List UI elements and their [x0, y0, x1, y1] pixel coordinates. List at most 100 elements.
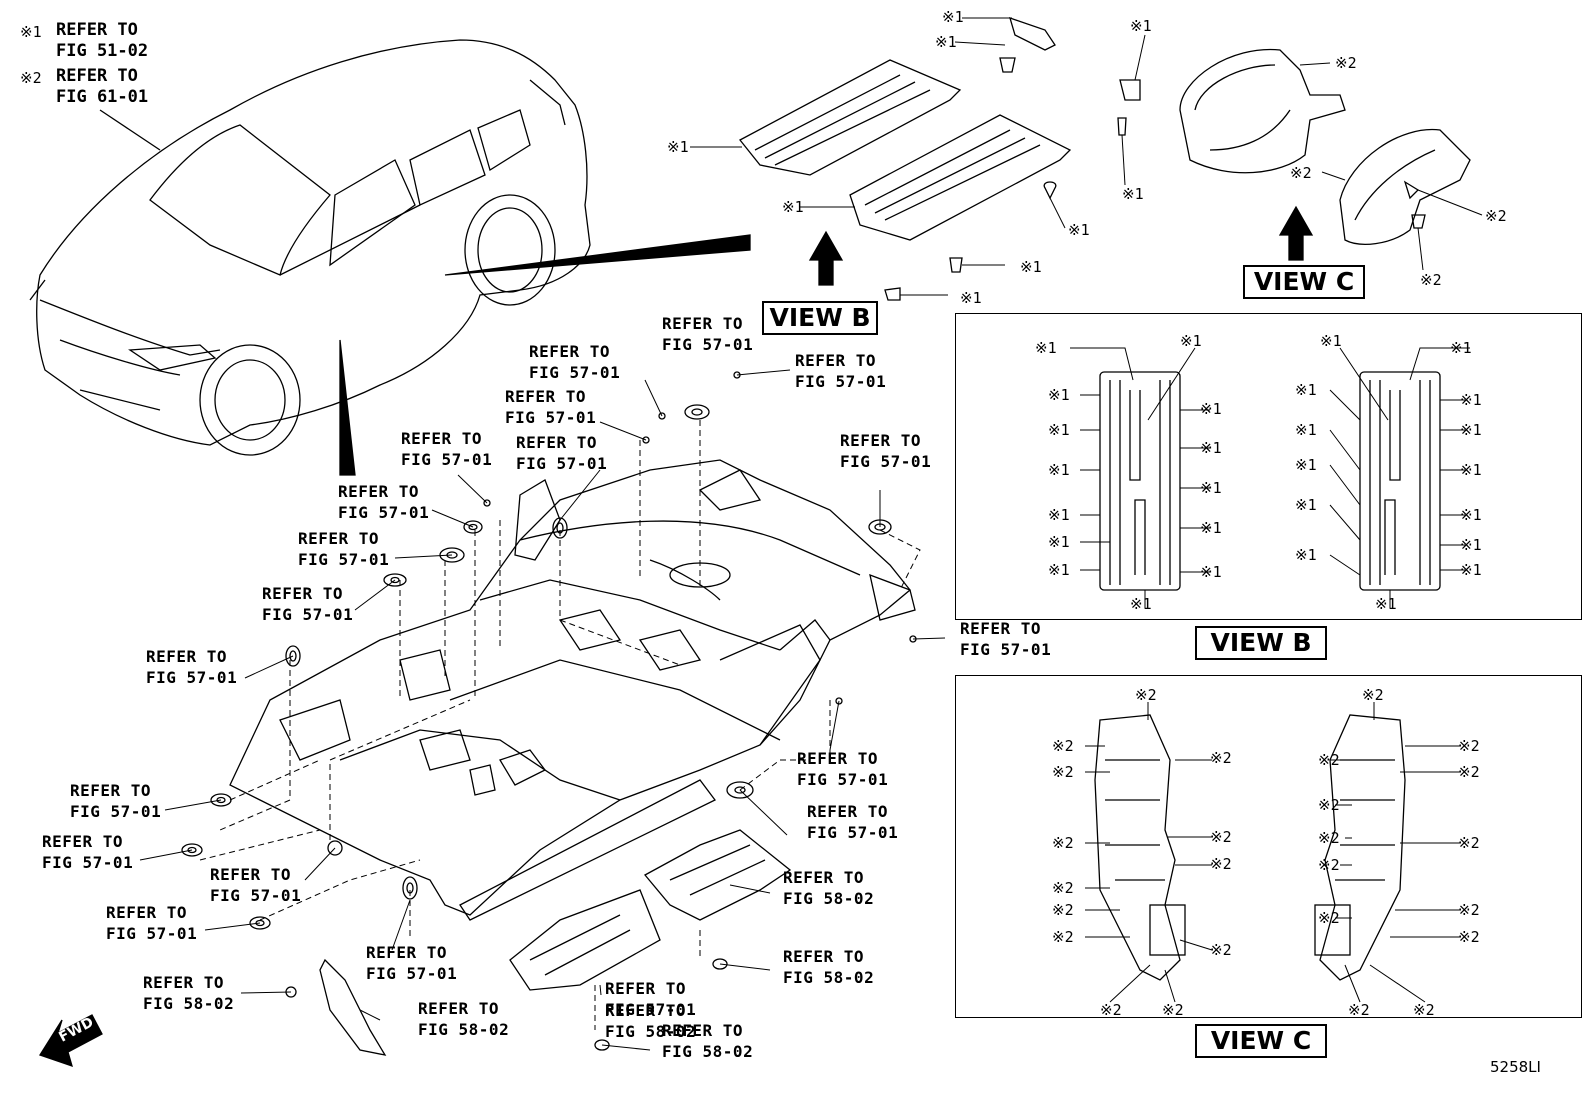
mark-1: ※1 [1460, 536, 1482, 554]
mark-2: ※2 [1290, 164, 1312, 182]
view-c-mark-leaders [1121, 34, 1483, 271]
mark-2: ※2 [1318, 909, 1340, 927]
underbody-dashed-leaders [199, 420, 921, 1030]
mark-1: ※1 [1048, 506, 1070, 524]
view-c-fender-liners [1117, 48, 1471, 261]
mark-1: ※1 [1122, 185, 1144, 203]
mark-2: ※2 [1210, 855, 1232, 873]
mark-2: ※2 [1458, 928, 1480, 946]
mark-2: ※2 [1362, 686, 1384, 704]
view-b-panel [955, 313, 1582, 620]
mark-2: ※2 [1348, 1001, 1370, 1019]
mark-1: ※1 [960, 289, 982, 307]
view-c-panel-leaders [1085, 702, 1460, 1003]
mark-2: ※2 [1210, 828, 1232, 846]
view-b-undercovers [739, 16, 1072, 301]
view-pointer-wedges [339, 234, 751, 476]
mark-2: ※2 [1135, 686, 1157, 704]
mark-2: ※2 [1162, 1001, 1184, 1019]
legend-mark-2: ※2 [20, 69, 42, 87]
mark-2: ※2 [1100, 1001, 1122, 1019]
heat-insulators [319, 829, 792, 1056]
mark-2: ※2 [1052, 879, 1074, 897]
view-b-panel-drawing [1099, 371, 1441, 591]
mark-1: ※1 [1295, 381, 1317, 399]
callout-leaders [139, 369, 946, 1051]
mark-2: ※2 [1413, 1001, 1435, 1019]
legend-line: REFER TO [56, 66, 138, 86]
mark-1: ※1 [1200, 519, 1222, 537]
mark-1: ※1 [667, 138, 689, 156]
mark-2: ※2 [1052, 763, 1074, 781]
view-b-mark-leaders [690, 17, 1066, 296]
mark-2: ※2 [1485, 207, 1507, 225]
underbody-floor-assembly [229, 459, 916, 921]
mark-2: ※2 [1052, 901, 1074, 919]
mark-1: ※1 [1460, 506, 1482, 524]
mark-2: ※2 [1318, 856, 1340, 874]
mark-2: ※2 [1318, 829, 1340, 847]
mark-1: ※1 [1295, 456, 1317, 474]
mark-2: ※2 [1458, 901, 1480, 919]
mark-1: ※1 [1130, 595, 1152, 613]
mark-1: ※1 [1460, 461, 1482, 479]
mark-2: ※2 [1210, 941, 1232, 959]
mark-2: ※2 [1458, 763, 1480, 781]
mark-2: ※2 [1420, 271, 1442, 289]
mark-1: ※1 [1450, 339, 1472, 357]
view-c-panel-title: VIEW C [1195, 1024, 1327, 1058]
mark-1: ※1 [942, 8, 964, 26]
mark-1: ※1 [1048, 386, 1070, 404]
mark-2: ※2 [1052, 737, 1074, 755]
mark-1: ※1 [1295, 546, 1317, 564]
fwd-arrow [39, 1014, 103, 1068]
mark-1: ※1 [1460, 391, 1482, 409]
mark-1: ※1 [1048, 533, 1070, 551]
vehicle-illustration [29, 39, 591, 456]
mark-1: ※1 [1295, 421, 1317, 439]
legend-line: REFER TO [56, 20, 138, 40]
mark-1: ※1 [1048, 561, 1070, 579]
mark-1: ※1 [1295, 496, 1317, 514]
mark-1: ※1 [1020, 258, 1042, 276]
view-b-panel-title: VIEW B [1195, 626, 1327, 660]
mark-1: ※1 [935, 33, 957, 51]
mark-2: ※2 [1052, 834, 1074, 852]
mark-1: ※1 [1200, 439, 1222, 457]
mark-1: ※1 [1180, 332, 1202, 350]
mark-1: ※1 [1200, 563, 1222, 581]
mark-2: ※2 [1458, 834, 1480, 852]
mark-2: ※2 [1052, 928, 1074, 946]
mark-2: ※2 [1318, 796, 1340, 814]
legend-line: FIG 51-02 [56, 41, 149, 61]
view-b-panel-leaders [1070, 347, 1470, 608]
mark-1: ※1 [1048, 461, 1070, 479]
